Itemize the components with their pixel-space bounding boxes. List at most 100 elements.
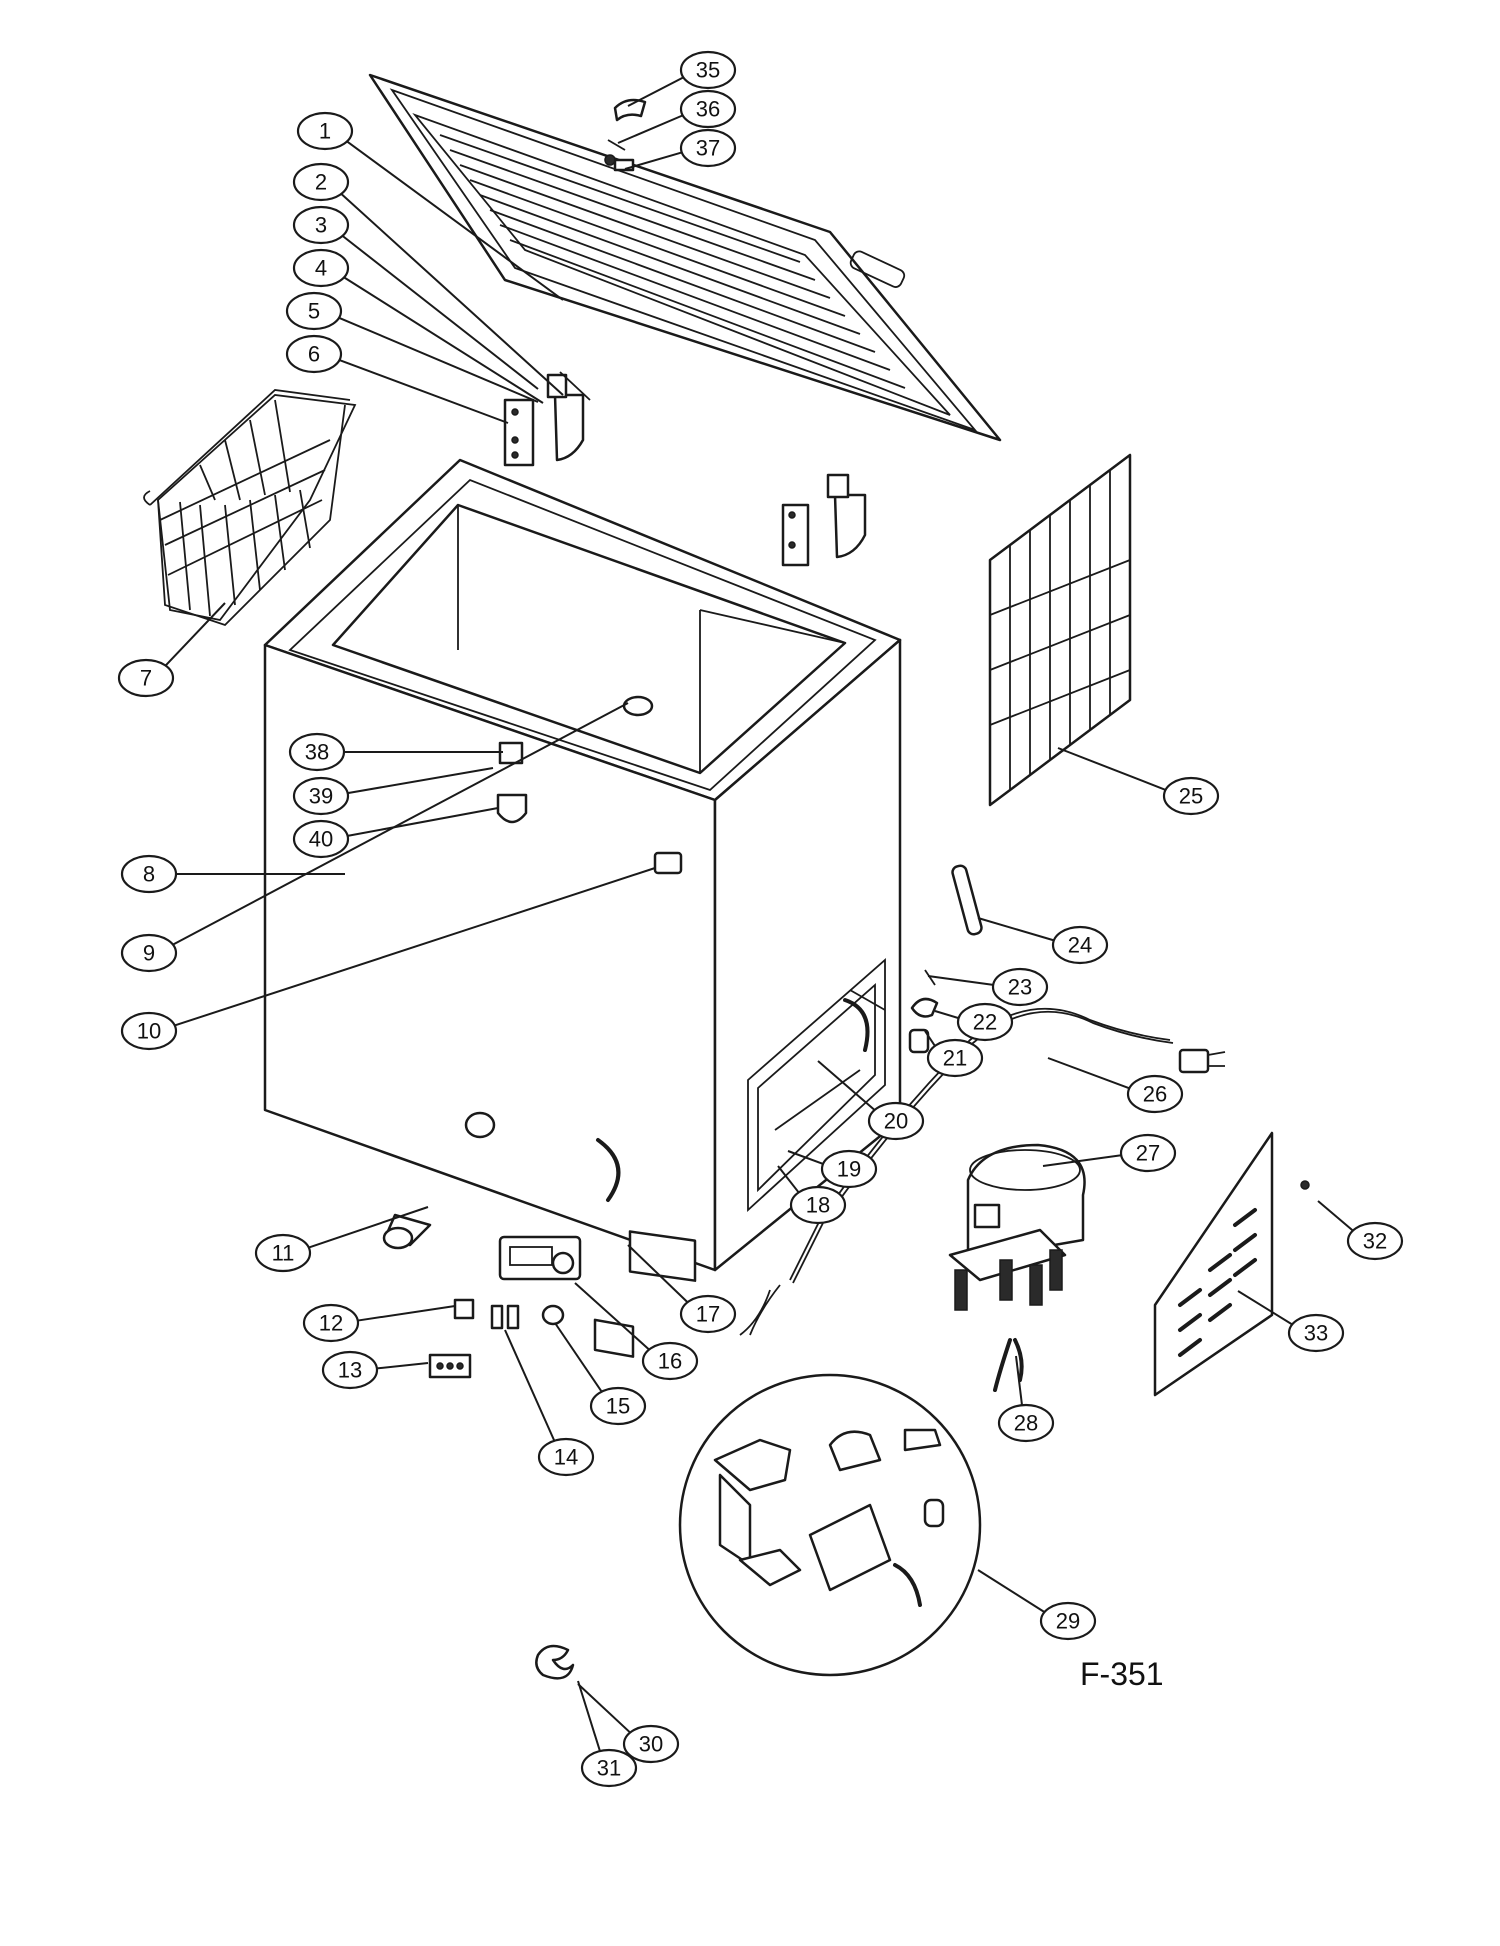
callout-number: 25 bbox=[1179, 784, 1203, 809]
leader-line-30 bbox=[577, 1683, 631, 1734]
callout-number: 5 bbox=[308, 299, 320, 324]
callout-bubble bbox=[254, 1233, 312, 1273]
callout-12: 12 bbox=[302, 1303, 360, 1343]
callout-bubble bbox=[292, 248, 350, 288]
callout-bubble bbox=[321, 1350, 379, 1390]
callout-number: 21 bbox=[943, 1046, 967, 1071]
callout-number: 28 bbox=[1014, 1411, 1038, 1436]
leader-line-20 bbox=[817, 1060, 876, 1111]
temperature-knob-panel bbox=[653, 851, 683, 875]
callout-number: 19 bbox=[837, 1157, 861, 1182]
callout-number: 15 bbox=[606, 1394, 630, 1419]
callout-number: 11 bbox=[272, 1241, 295, 1266]
leader-lines bbox=[164, 76, 1354, 1752]
callout-bubble bbox=[789, 1185, 847, 1225]
model-code: F-351 bbox=[1080, 1656, 1164, 1692]
callout-number: 9 bbox=[143, 941, 155, 966]
callout-number: 18 bbox=[806, 1193, 830, 1218]
callout-number: 40 bbox=[309, 827, 333, 852]
callout-7: 7 bbox=[117, 658, 175, 698]
hinge-assembly-left bbox=[503, 371, 591, 467]
callout-number: 13 bbox=[338, 1358, 362, 1383]
callout-bubble bbox=[292, 162, 350, 202]
leader-line-22 bbox=[934, 1010, 959, 1020]
callout-bubble bbox=[302, 1303, 360, 1343]
callout-38: 38 bbox=[288, 732, 346, 772]
callout-number: 3 bbox=[315, 213, 327, 238]
callout-3: 3 bbox=[292, 205, 350, 245]
leader-line-37 bbox=[624, 151, 683, 170]
leader-line-5 bbox=[338, 316, 539, 403]
callout-5: 5 bbox=[285, 291, 343, 331]
callout-number: 22 bbox=[973, 1010, 997, 1035]
callout-bubble bbox=[120, 933, 178, 973]
callout-17: 17 bbox=[679, 1294, 737, 1334]
leader-line-6 bbox=[339, 359, 509, 424]
leader-line-24 bbox=[977, 917, 1055, 942]
capacitor bbox=[908, 1028, 930, 1054]
callout-bubble bbox=[285, 334, 343, 374]
callout-number: 26 bbox=[1143, 1082, 1167, 1107]
leader-line-36 bbox=[617, 114, 684, 144]
relay bbox=[910, 997, 939, 1018]
callout-number: 10 bbox=[137, 1019, 161, 1044]
callout-11: 11 bbox=[254, 1233, 312, 1273]
leader-line-29 bbox=[977, 1569, 1046, 1613]
freezer-cabinet bbox=[263, 458, 902, 1282]
leader-line-14 bbox=[504, 1329, 556, 1442]
callout-bubble bbox=[120, 854, 178, 894]
filter-drier bbox=[951, 864, 983, 936]
callout-30: 30 bbox=[622, 1724, 680, 1764]
leader-line-10 bbox=[174, 867, 656, 1027]
callout-number: 38 bbox=[305, 740, 329, 765]
callout-bubble bbox=[1039, 1601, 1097, 1641]
callout-number: 33 bbox=[1304, 1321, 1328, 1346]
callout-number: 16 bbox=[658, 1349, 682, 1374]
lid-gasket-lines bbox=[439, 134, 906, 389]
screw bbox=[924, 969, 936, 986]
callout-10: 10 bbox=[120, 1011, 178, 1051]
condenser-coil bbox=[988, 453, 1132, 807]
callout-number: 39 bbox=[309, 784, 333, 809]
callout-bubble bbox=[292, 205, 350, 245]
callout-19: 19 bbox=[820, 1149, 878, 1189]
callout-bubble bbox=[679, 89, 737, 129]
callout-14: 14 bbox=[537, 1437, 595, 1477]
callout-39: 39 bbox=[292, 776, 350, 816]
callout-bubble bbox=[679, 1294, 737, 1334]
callout-number: 1 bbox=[319, 119, 331, 144]
callout-bubble bbox=[1287, 1313, 1345, 1353]
callout-1: 1 bbox=[296, 111, 354, 151]
callout-number: 35 bbox=[696, 58, 720, 83]
compressor-grommets bbox=[954, 1249, 1063, 1311]
callout-number: 20 bbox=[884, 1109, 908, 1134]
callout-23: 23 bbox=[991, 967, 1049, 1007]
callout-number: 6 bbox=[308, 342, 320, 367]
callout-9: 9 bbox=[120, 933, 178, 973]
callout-number: 8 bbox=[143, 862, 155, 887]
callout-bubble bbox=[956, 1002, 1014, 1042]
leader-line-11 bbox=[308, 1206, 429, 1249]
leader-line-4 bbox=[343, 276, 544, 404]
leader-line-32 bbox=[1317, 1200, 1354, 1232]
callout-15: 15 bbox=[589, 1386, 647, 1426]
leader-line-12 bbox=[357, 1305, 456, 1322]
callout-bubble bbox=[1051, 925, 1109, 965]
callout-bubble bbox=[679, 128, 737, 168]
callout-number: 30 bbox=[639, 1732, 663, 1757]
callout-bubble bbox=[537, 1437, 595, 1477]
leader-line-17 bbox=[627, 1244, 689, 1303]
callout-bubble bbox=[580, 1748, 638, 1788]
callout-40: 40 bbox=[292, 819, 350, 859]
callout-number: 2 bbox=[315, 170, 327, 195]
leader-line-39 bbox=[347, 767, 494, 795]
callout-6: 6 bbox=[285, 334, 343, 374]
callout-bubble bbox=[867, 1101, 925, 1141]
lid-lock-parts bbox=[604, 98, 647, 172]
leader-line-27 bbox=[1042, 1154, 1122, 1167]
leader-line-9 bbox=[172, 702, 629, 946]
callout-25: 25 bbox=[1162, 776, 1220, 816]
leader-line-40 bbox=[347, 807, 499, 837]
callout-bubble bbox=[1346, 1221, 1404, 1261]
drain-plug bbox=[622, 695, 654, 717]
